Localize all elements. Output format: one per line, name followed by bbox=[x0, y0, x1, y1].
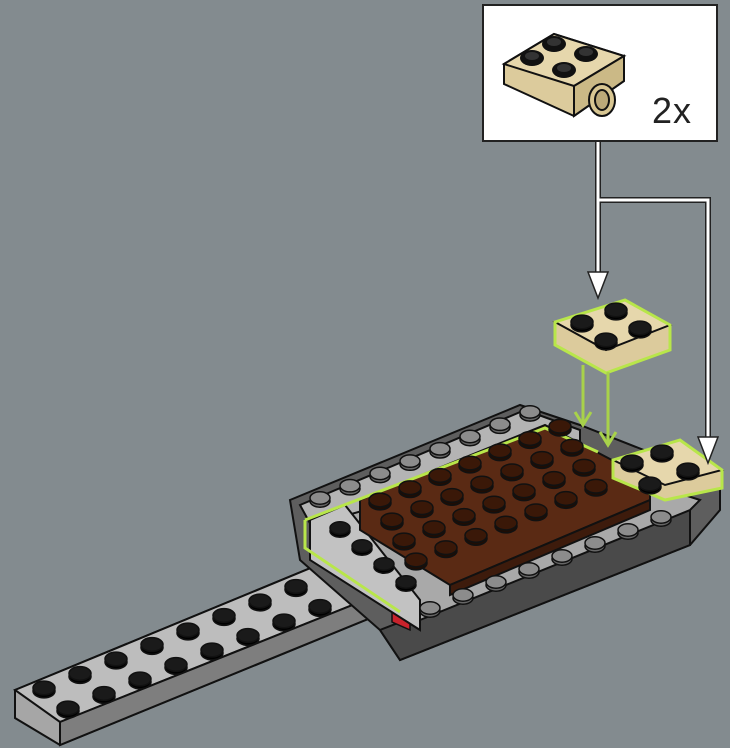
part-quantity: 2x bbox=[651, 90, 692, 131]
base-assembly bbox=[288, 403, 721, 662]
tan-2x2-plate-with-pin-hole-icon bbox=[501, 32, 627, 118]
long-gray-plate bbox=[12, 558, 393, 747]
installed-tan-plate bbox=[610, 438, 725, 502]
floating-tan-plate bbox=[552, 298, 673, 375]
callout-connector-arrows bbox=[595, 142, 711, 455]
parts-callout: 2x bbox=[482, 4, 718, 142]
placement-arrows bbox=[573, 365, 618, 448]
